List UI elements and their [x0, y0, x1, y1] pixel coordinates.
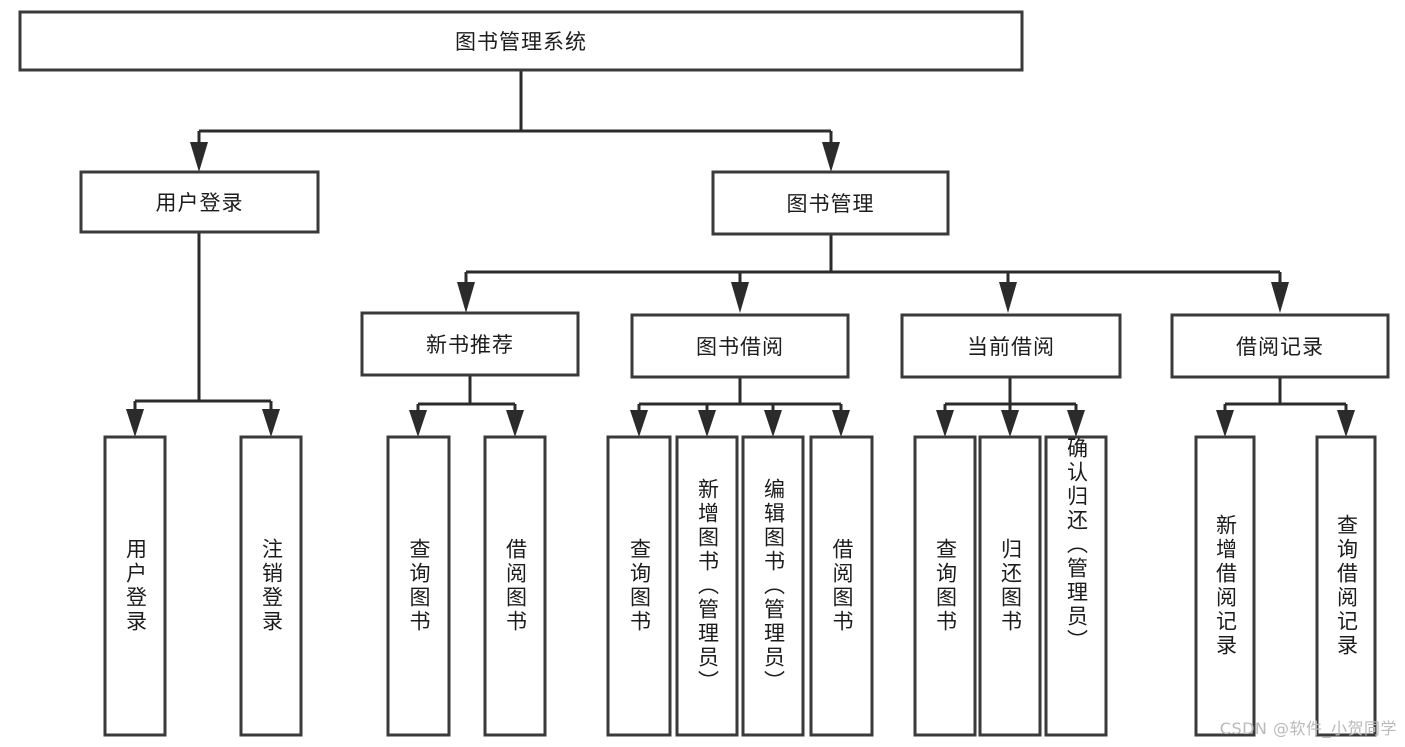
- arrowhead-current-leaf-3: [1067, 410, 1085, 437]
- leaf-edit-book-admin[interactable]: [741, 435, 805, 737]
- leaf-add-book-admin[interactable]: [675, 435, 739, 737]
- leaf-query-book-current[interactable]: [913, 435, 977, 737]
- leaf-user-login[interactable]: [103, 435, 167, 737]
- arrowhead-current-borrow: [999, 282, 1017, 313]
- leaf-query-book-borrow[interactable]: [606, 435, 672, 737]
- arrowhead-user-login: [190, 142, 208, 172]
- node-user-login[interactable]: [79, 170, 320, 234]
- leaf-add-borrow-record[interactable]: [1194, 435, 1256, 737]
- arrowhead-book-mgmt: [822, 142, 840, 172]
- arrowhead-borrow-leaf-3: [764, 410, 782, 437]
- node-book-borrow[interactable]: [630, 313, 850, 379]
- arrowhead-borrow-leaf-2: [698, 410, 716, 437]
- leaf-query-book-recommend[interactable]: [386, 435, 451, 737]
- leaf-query-borrow-record[interactable]: [1315, 435, 1377, 737]
- node-new-book-recommend[interactable]: [360, 311, 580, 377]
- arrowhead-record-leaf-2: [1337, 410, 1355, 437]
- node-root-book-management-system[interactable]: [18, 10, 1024, 72]
- node-current-borrow[interactable]: [900, 313, 1122, 379]
- arrowhead-borrow-leaf-1: [630, 410, 648, 437]
- leaf-borrow-book-recommend[interactable]: [483, 435, 547, 737]
- leaf-borrow-book[interactable]: [809, 435, 874, 737]
- arrowhead-leaf-user-login: [126, 409, 144, 437]
- arrowhead-leaf-logout: [262, 409, 280, 437]
- arrowhead-record-leaf-1: [1216, 410, 1234, 437]
- connector-layer: [126, 70, 1355, 437]
- leaf-logout[interactable]: [239, 435, 303, 737]
- arrowhead-new-book: [457, 282, 475, 313]
- arrowhead-current-leaf-1: [936, 410, 954, 437]
- arrowhead-book-borrow: [731, 282, 749, 313]
- arrowhead-current-leaf-2: [1001, 410, 1019, 437]
- csdn-watermark: CSDN @软件_小贺同学: [1219, 719, 1397, 738]
- arrowhead-borrow-record: [1271, 282, 1289, 313]
- arrowhead-newbook-leaf-1: [409, 410, 427, 437]
- node-book-management[interactable]: [711, 170, 950, 236]
- arrowhead-borrow-leaf-4: [832, 410, 850, 437]
- arrowhead-newbook-leaf-2: [506, 410, 524, 437]
- box-layer: [18, 10, 1390, 737]
- leaf-confirm-return-admin[interactable]: [1044, 435, 1108, 737]
- leaf-return-book[interactable]: [978, 435, 1042, 737]
- node-borrow-record[interactable]: [1170, 313, 1390, 379]
